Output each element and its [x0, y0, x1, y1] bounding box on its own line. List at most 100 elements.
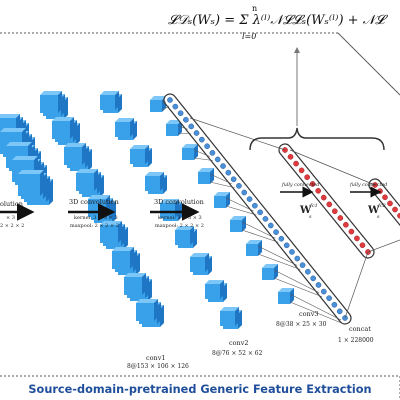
- feature-map-cube: [112, 247, 134, 269]
- fc-node: [387, 200, 393, 207]
- fc-node: [287, 154, 294, 160]
- cube-top: [198, 168, 214, 172]
- cube-top: [6, 142, 32, 146]
- cube-top: [214, 192, 230, 196]
- cube-side: [274, 264, 278, 280]
- feature-map-cube: [198, 168, 214, 184]
- cube-top: [145, 172, 164, 176]
- concat-to-fc1-link: [344, 251, 369, 319]
- feature-map-cube: [76, 169, 98, 191]
- fully-connected-columns: [278, 143, 400, 259]
- concat-node: [183, 117, 189, 123]
- fc1-to-fc2-link: [289, 149, 376, 186]
- cube-top: [100, 91, 119, 95]
- fc-node: [354, 235, 360, 242]
- conv3-to-concat-link: [177, 132, 191, 135]
- cube-front: [246, 244, 258, 256]
- conv3-stack: [150, 96, 294, 304]
- feature-map-cube: [130, 145, 149, 164]
- fc1-weight: W: [299, 205, 312, 216]
- cube-top: [64, 143, 86, 147]
- cube-side: [145, 145, 149, 164]
- cube-top: [100, 221, 122, 225]
- cube-top: [190, 253, 209, 257]
- cube-side: [82, 143, 86, 165]
- loss-formula: n 𝓛𝒟ₛ(Wₛ) = Σ λ⁽ˡ⁾𝒩𝓛𝓛ₛ(Wₛ⁽ˡ⁾) + 𝒩𝓛 l=0: [168, 4, 400, 40]
- cube-front: [230, 220, 242, 232]
- cube-top: [76, 169, 98, 173]
- cube-front: [64, 147, 82, 165]
- connection-lines: [161, 101, 400, 325]
- feature-map-cube: [136, 299, 158, 321]
- cube-front: [76, 173, 94, 191]
- conv2-name: conv2: [229, 339, 249, 347]
- cube-side: [130, 247, 134, 269]
- concat-node: [172, 103, 179, 110]
- concat-node: [331, 301, 338, 308]
- concat-node: [230, 176, 237, 183]
- cube-top: [150, 96, 166, 100]
- cube-front: [52, 121, 70, 139]
- cube-front: [278, 292, 290, 304]
- input-volume-stack: [0, 114, 53, 205]
- cube-side: [70, 117, 74, 139]
- fc-node: [332, 208, 338, 215]
- concat-node: [273, 229, 279, 235]
- concat-node: [283, 242, 290, 249]
- concat-node: [294, 255, 301, 262]
- cube-front: [150, 100, 162, 112]
- cube-top: [160, 199, 179, 203]
- feature-map-cube: [278, 288, 294, 304]
- concat-to-fc1-link: [189, 117, 286, 151]
- conv3-to-concat-link: [273, 269, 320, 294]
- cube-front: [124, 277, 142, 295]
- concat-node: [262, 216, 269, 222]
- feature-map-cube: [230, 216, 246, 232]
- cube-side: [242, 216, 246, 232]
- fc2-weight: W: [367, 205, 380, 216]
- concat-node: [267, 222, 274, 229]
- feature-map-cube: [124, 273, 146, 295]
- sum-upper-limit: n: [252, 4, 258, 13]
- feature-map-cube: [190, 253, 209, 272]
- conv2-stack: [100, 91, 242, 329]
- concat-node: [214, 156, 221, 163]
- conv3-to-concat-link: [193, 149, 210, 157]
- cube-side: [94, 169, 98, 191]
- cube-layers: [0, 91, 294, 329]
- cube-front: [18, 174, 40, 196]
- cube-top: [0, 114, 20, 118]
- cube-front: [100, 95, 115, 110]
- cube-side: [220, 280, 224, 299]
- feature-map-cube: [246, 240, 262, 256]
- stage-conv3d-2-title: 3D convolution: [154, 198, 204, 206]
- cube-top: [112, 247, 134, 251]
- loss-formula-text: 𝓛𝒟ₛ(Wₛ) = Σ λ⁽ˡ⁾𝒩𝓛𝓛ₛ(Wₛ⁽ˡ⁾) + 𝒩𝓛: [168, 13, 385, 28]
- cube-top: [278, 288, 294, 292]
- cube-front: [220, 311, 235, 326]
- cube-top: [18, 170, 44, 174]
- feature-map-cube: [40, 91, 62, 113]
- cube-top: [124, 273, 146, 277]
- cube-front: [198, 172, 210, 184]
- conv3-to-concat-link: [241, 229, 279, 243]
- cube-side: [154, 299, 158, 321]
- concat-node: [241, 189, 248, 196]
- concat-node: [310, 275, 316, 282]
- cube-top: [220, 307, 239, 311]
- conv1-stack: [40, 91, 164, 327]
- conv3-to-concat-link: [225, 197, 254, 212]
- cube-front: [160, 203, 175, 218]
- cube-front: [214, 196, 226, 208]
- concat-node: [257, 209, 263, 216]
- concat-node: [289, 249, 295, 255]
- stage-partial-kernel: × 3: [6, 215, 15, 221]
- feature-map-cube: [205, 280, 224, 299]
- fc-node: [309, 181, 316, 187]
- feature-map-cube: [262, 264, 278, 280]
- concat-column: [163, 93, 352, 325]
- cube-top: [12, 156, 38, 160]
- feature-map-cube: [64, 143, 86, 165]
- cube-front: [175, 230, 190, 245]
